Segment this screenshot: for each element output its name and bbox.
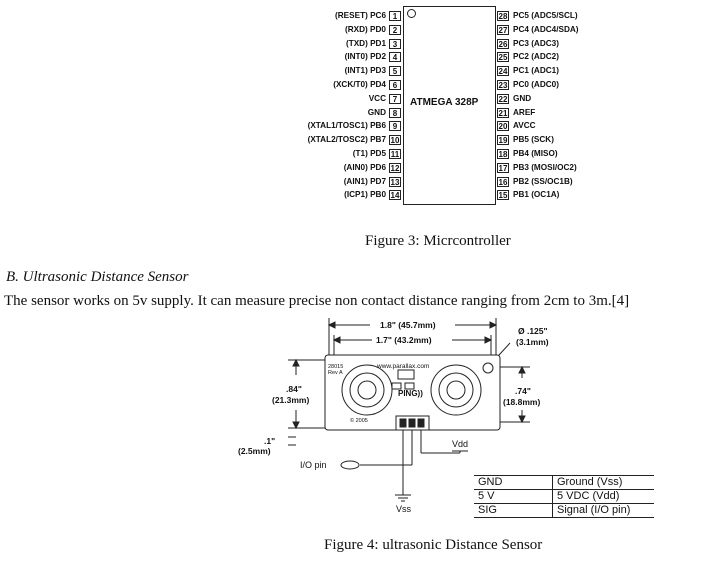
right-pin-number: 28 bbox=[497, 11, 509, 21]
board-model: 28015 bbox=[328, 364, 344, 370]
board-copyright: © 2005 bbox=[350, 418, 368, 424]
right-pin-label: PB1 (OC1A) bbox=[513, 190, 560, 200]
right-pin-label: AREF bbox=[513, 107, 536, 117]
dim-width-outer-label: 1.8" (45.7mm) bbox=[380, 320, 436, 330]
left-pin-number: 10 bbox=[389, 135, 401, 146]
right-pin-label: PB2 (SS/OC1B) bbox=[513, 176, 573, 186]
left-pin-label: VCC bbox=[368, 93, 386, 103]
left-pin-label: (AIN0) PD6 bbox=[343, 162, 386, 172]
left-pin-label: (ICP1) PB0 bbox=[344, 190, 386, 200]
pin-table-pin: 5 V bbox=[474, 489, 553, 504]
transducer-right-inner bbox=[438, 372, 474, 408]
left-pin-number: 7 bbox=[389, 93, 401, 104]
chip-body bbox=[403, 6, 496, 205]
left-pin-number: 11 bbox=[389, 149, 401, 159]
left-pin-label: (INT0) PD2 bbox=[344, 52, 386, 62]
left-pin-number: 8 bbox=[389, 107, 401, 118]
pin-table-pin: SIG bbox=[474, 503, 553, 518]
right-pin-number: 18 bbox=[497, 149, 509, 159]
chip-label: ATMEGA 328P bbox=[410, 97, 479, 108]
left-pin-label: (XTAL2/TOSC2) PB7 bbox=[307, 135, 386, 145]
left-pin-label: (TXD) PD1 bbox=[345, 38, 386, 48]
pin-table-description: 5 VDC (Vdd) bbox=[552, 489, 654, 504]
left-pin-label: (T1) PD5 bbox=[352, 149, 386, 158]
board-url: www.parallax.com bbox=[377, 363, 430, 370]
right-pin-number: 23 bbox=[497, 80, 509, 90]
board-name: PING)) bbox=[398, 389, 423, 398]
right-pin-label: PC3 (ADC3) bbox=[513, 38, 559, 48]
left-pin-label: (RXD) PD0 bbox=[345, 24, 386, 34]
dim-height-right-label-2: (18.8mm) bbox=[503, 397, 541, 407]
right-pin-label: PB4 (MISO) bbox=[513, 149, 558, 158]
left-pin-number: 3 bbox=[389, 38, 401, 49]
pin-table-description: Signal (I/O pin) bbox=[552, 503, 654, 518]
right-pin-label: PC0 (ADC0) bbox=[513, 80, 559, 89]
transducer-left-outer bbox=[341, 364, 393, 416]
right-pin-label: GND bbox=[513, 93, 532, 103]
right-pin-number: 20 bbox=[497, 121, 509, 132]
left-pin-number: 13 bbox=[389, 176, 401, 187]
io-pin-label: I/O pin bbox=[300, 460, 327, 470]
left-pin-label: (INT1) PD3 bbox=[344, 66, 386, 76]
figure4-caption: Figure 4: ultrasonic Distance Sensor bbox=[324, 537, 543, 553]
right-pin-number: 21 bbox=[497, 107, 509, 118]
vss-label: Vss bbox=[396, 504, 412, 514]
left-pin-label: GND bbox=[367, 107, 386, 117]
right-pin-label: PC1 (ADC1) bbox=[513, 66, 559, 76]
pin-table-description: Ground (Vss) bbox=[552, 475, 654, 490]
dim-hole-label-1: Ø .125" bbox=[518, 326, 548, 336]
dim-height-left-label-2: (21.3mm) bbox=[272, 395, 310, 405]
transducer-left-inner bbox=[349, 372, 385, 408]
right-pin-number: 26 bbox=[497, 38, 509, 49]
right-pin-label: PC5 (ADC5/SCL) bbox=[513, 11, 578, 20]
right-pin-number: 16 bbox=[497, 176, 509, 187]
dim-pin-label-2: (2.5mm) bbox=[238, 446, 271, 456]
right-pin-number: 15 bbox=[497, 190, 509, 201]
dim-height-right-label-1: .74" bbox=[515, 386, 531, 396]
dim-pin-label-1: .1" bbox=[264, 436, 276, 446]
left-pin-label: (XCK/T0) PD4 bbox=[333, 80, 386, 89]
left-pin-number: 1 bbox=[389, 11, 401, 21]
right-pin-label: PC4 (ADC4/SDA) bbox=[513, 24, 579, 34]
pin-table-pin: GND bbox=[474, 475, 553, 490]
right-pin-number: 19 bbox=[497, 135, 509, 146]
left-pin-number: 6 bbox=[389, 80, 401, 90]
left-pin-number: 14 bbox=[389, 190, 401, 201]
io-pin-connector bbox=[340, 460, 360, 470]
left-pin-label: (XTAL1/TOSC1) PB6 bbox=[307, 121, 386, 131]
chip-notch-dot bbox=[407, 9, 416, 18]
left-pin-number: 4 bbox=[389, 52, 401, 63]
left-pin-number: 12 bbox=[389, 162, 401, 173]
transducer-right-outer bbox=[430, 364, 482, 416]
left-pin-number: 2 bbox=[389, 24, 401, 35]
left-pin-label: (RESET) PC6 bbox=[335, 11, 386, 20]
right-pin-number: 27 bbox=[497, 24, 509, 35]
right-pin-label: AVCC bbox=[513, 121, 536, 131]
right-pin-number: 17 bbox=[497, 162, 509, 173]
dim-height-left-label-1: .84" bbox=[286, 384, 302, 394]
right-pin-label: PB5 (SCK) bbox=[513, 135, 554, 145]
left-pin-number: 9 bbox=[389, 121, 401, 132]
right-pin-number: 24 bbox=[497, 66, 509, 77]
left-pin-label: (AIN1) PD7 bbox=[343, 176, 386, 186]
section-heading: B. Ultrasonic Distance Sensor bbox=[6, 269, 189, 285]
sensor-diagram bbox=[288, 318, 530, 502]
right-pin-number: 25 bbox=[497, 52, 509, 63]
vdd-label: Vdd bbox=[452, 439, 469, 449]
dim-width-inner-label: 1.7" (43.2mm) bbox=[376, 335, 432, 345]
right-pin-label: PC2 (ADC2) bbox=[513, 52, 559, 62]
figure3-caption: Figure 3: Micrcontroller bbox=[365, 233, 511, 249]
mount-hole bbox=[482, 362, 494, 374]
right-pin-label: PB3 (MOSI/OC2) bbox=[513, 162, 577, 172]
left-pin-number: 5 bbox=[389, 66, 401, 77]
dim-hole-label-2: (3.1mm) bbox=[516, 337, 549, 347]
section-body: The sensor works on 5v supply. It can me… bbox=[4, 293, 630, 309]
right-pin-number: 22 bbox=[497, 93, 509, 104]
board-rev: Rev A bbox=[328, 370, 343, 376]
